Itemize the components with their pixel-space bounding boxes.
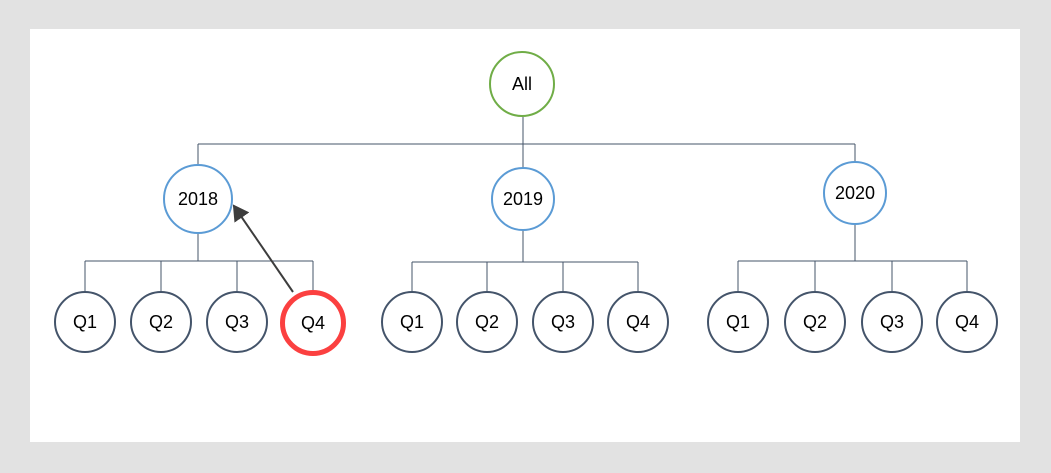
node-year-2020: 2020 (823, 161, 887, 225)
node-year-label: 2018 (177, 189, 219, 209)
node-2019-q2: Q2 (456, 291, 518, 353)
node-2019-q4: Q4 (607, 291, 669, 353)
node-2018-q2: Q2 (130, 291, 192, 353)
node-quarter-label: Q3 (224, 312, 249, 332)
node-quarter-label: Q2 (148, 312, 173, 332)
node-year-label: 2020 (834, 183, 876, 203)
node-2020-q1: Q1 (707, 291, 769, 353)
node-quarter-label: Q1 (72, 312, 97, 332)
node-2020-q4: Q4 (936, 291, 998, 353)
node-quarter-label: Q3 (550, 312, 575, 332)
node-quarter-label: Q2 (474, 312, 499, 332)
node-all-label: All (511, 74, 532, 94)
node-2019-q3: Q3 (532, 291, 594, 353)
node-year-2018: 2018 (163, 164, 233, 234)
node-quarter-label: Q1 (399, 312, 424, 332)
node-quarter-label: Q3 (879, 312, 904, 332)
node-quarter-label: Q4 (300, 313, 325, 333)
node-year-label: 2019 (502, 189, 544, 209)
node-quarter-label: Q4 (954, 312, 979, 332)
node-all: All (489, 51, 555, 117)
node-quarter-label: Q2 (802, 312, 827, 332)
node-2020-q2: Q2 (784, 291, 846, 353)
node-2018-q3: Q3 (206, 291, 268, 353)
node-quarter-label: Q1 (725, 312, 750, 332)
node-year-2019: 2019 (491, 167, 555, 231)
node-2018-q1: Q1 (54, 291, 116, 353)
node-2020-q3: Q3 (861, 291, 923, 353)
node-2019-q1: Q1 (381, 291, 443, 353)
node-2018-q4-highlighted: Q4 (280, 290, 346, 356)
node-quarter-label: Q4 (625, 312, 650, 332)
